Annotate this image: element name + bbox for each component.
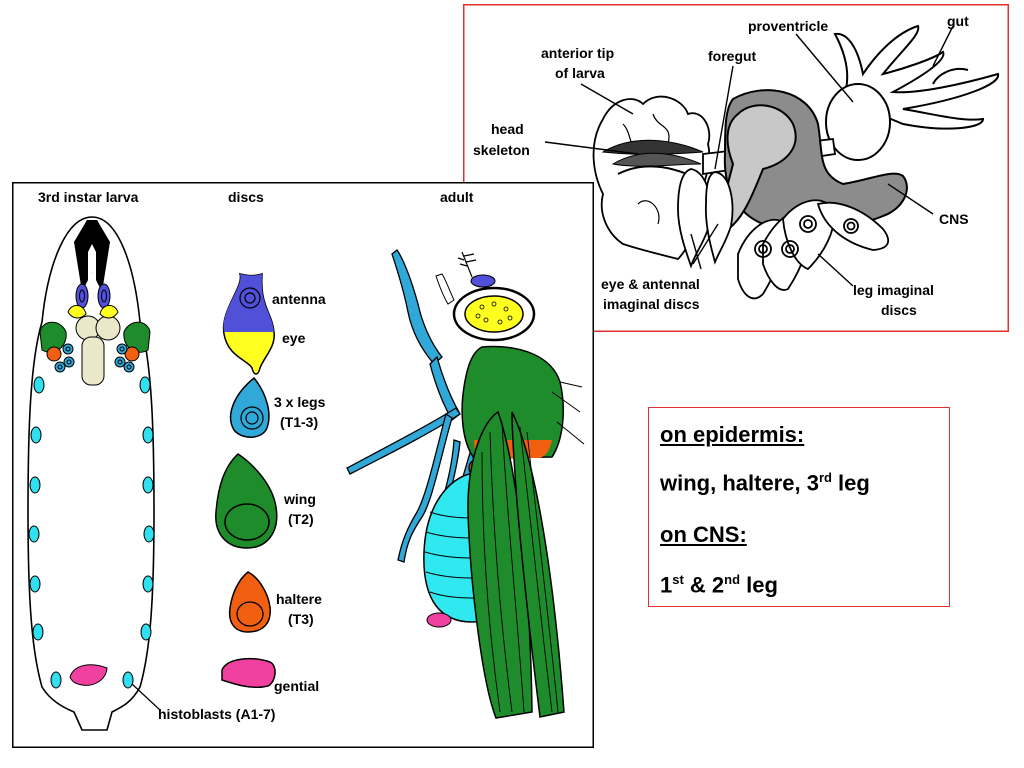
- disc-antenna-eye: [222, 272, 275, 375]
- label-haltere-2: (T3): [288, 611, 314, 627]
- notes-line2-text: 1: [660, 572, 673, 598]
- label-anterior-tip: anterior tip: [541, 45, 614, 61]
- proventricle: [825, 83, 891, 161]
- header-discs: discs: [228, 189, 264, 205]
- label-histoblasts: histoblasts (A1-7): [158, 706, 275, 722]
- notes-box: on epidermis: wing, haltere, 3rd leg on …: [648, 407, 950, 607]
- notes-heading-epidermis: on epidermis:: [660, 422, 805, 447]
- notes-cns-line: 1st & 2nd leg: [660, 572, 778, 598]
- label-gut: gut: [947, 13, 969, 29]
- histoblasts: [28, 376, 155, 689]
- label-eye-disc: eye & antennal: [601, 276, 700, 292]
- notes-line1-text: wing, haltere, 3: [660, 470, 819, 496]
- label-leg-disc: leg imaginal: [853, 282, 934, 298]
- label-eye-disc-2: imaginal discs: [603, 296, 700, 312]
- notes-line2-suffix: leg: [740, 572, 778, 598]
- larva-leg-discs: [54, 343, 135, 373]
- label-antenna: antenna: [272, 291, 326, 307]
- larva-body: [27, 216, 161, 731]
- label-gential: gential: [274, 678, 319, 694]
- notes-epidermis-line: wing, haltere, 3rd leg: [660, 470, 870, 496]
- notes-heading-cns: on CNS:: [660, 522, 747, 547]
- larva-cns: [75, 315, 121, 386]
- notes-line1-sup: rd: [818, 470, 832, 485]
- notes-line2-sup1: st: [672, 572, 684, 587]
- label-foregut: foregut: [708, 48, 757, 64]
- larva-genital-disc: [69, 664, 108, 686]
- larva-disc-adult-panel: 3rd instar larva discs adult: [12, 182, 594, 748]
- disc-legs: [229, 376, 270, 438]
- leg-imaginal-discs: [737, 199, 890, 300]
- label-cns-top: CNS: [939, 211, 969, 227]
- larva-eye-antennal-discs: [67, 283, 119, 319]
- notes-line1-suffix: leg: [831, 470, 870, 496]
- label-legs-2: (T1-3): [280, 414, 318, 430]
- notes-line2-mid: & 2: [683, 572, 725, 598]
- label-leg-disc-2: discs: [881, 302, 917, 318]
- larva-haltere-discs: [46, 346, 140, 362]
- label-eye: eye: [282, 330, 306, 346]
- label-wing-2: (T2): [288, 511, 314, 527]
- notes-line2-sup2: nd: [724, 572, 741, 587]
- label-proventricle: proventricle: [748, 18, 828, 34]
- header-adult: adult: [440, 189, 474, 205]
- label-wing: wing: [283, 491, 316, 507]
- disc-haltere: [228, 571, 271, 633]
- disc-wing: [215, 453, 278, 549]
- foregut: [722, 104, 797, 231]
- header-larva: 3rd instar larva: [38, 189, 139, 205]
- label-head: head: [491, 121, 524, 137]
- label-legs: 3 x legs: [274, 394, 326, 410]
- label-anterior-tip-2: of larva: [555, 65, 605, 81]
- eye-antennal-discs: [677, 168, 734, 269]
- disc-genital: [221, 657, 276, 689]
- label-skeleton: skeleton: [473, 142, 530, 158]
- adult-fly: [346, 249, 585, 719]
- label-haltere: haltere: [276, 591, 322, 607]
- leader-lines: [544, 25, 954, 287]
